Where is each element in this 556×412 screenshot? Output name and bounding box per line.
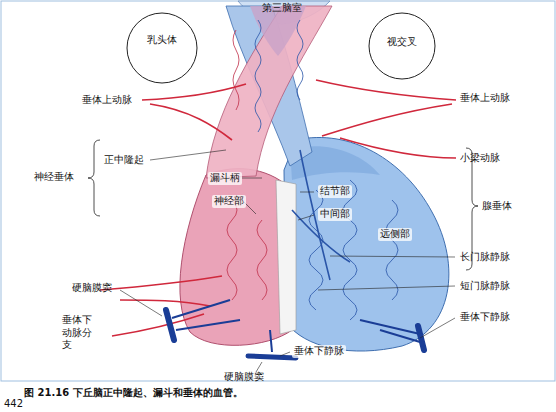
sinus-label: 硬脑膜窦 [72, 282, 112, 295]
figure-frame [1, 1, 555, 381]
page-number: 442 [4, 398, 23, 411]
arteries [100, 80, 456, 336]
ventricle-label: 第三脑室 [262, 2, 302, 15]
part-label: 结节部 [318, 185, 352, 198]
part-label: 正中隆起 [104, 154, 144, 167]
part-label: 神经部 [212, 195, 246, 208]
structure-name: 视交叉 [387, 35, 417, 49]
pars-intermedia [276, 180, 296, 334]
posterior-lobe [180, 169, 292, 346]
vein-label: 垂体下静脉 [460, 311, 510, 324]
capillary-loops-red [227, 30, 267, 300]
part-label: 远侧部 [378, 228, 412, 241]
bracket-label: 神经垂体 [34, 171, 74, 184]
vein-label: 垂体下静脉 [292, 345, 346, 358]
dural-sinus-bottom [248, 356, 296, 358]
figure-caption: 图 21.16 下丘脑正中隆起、漏斗和垂体的血管。 [24, 386, 243, 400]
infundibulum-pink [206, 6, 332, 178]
dural-sinus-left [166, 310, 174, 340]
artery-label: 垂体下动脉分支 [62, 314, 94, 352]
bracket [88, 140, 100, 216]
artery-label: 垂体上动脉 [460, 92, 510, 105]
dural-sinus-right [418, 326, 424, 350]
artery-label: 小梁动脉 [460, 152, 500, 165]
circle-outline [126, 12, 198, 84]
anatomy-circle: 视交叉 [368, 12, 436, 80]
anatomy-circle: 乳头体 [126, 12, 198, 84]
vein-label: 短门脉静脉 [460, 280, 510, 293]
structure-name: 乳头体 [147, 33, 177, 47]
leader-lines [120, 150, 455, 372]
sinus-label: 硬脑膜窦 [224, 371, 264, 384]
anterior-lobe [284, 137, 449, 351]
part-label: 中间部 [318, 208, 352, 221]
bracket-label: 腺垂体 [482, 200, 512, 213]
part-label: 漏斗柄 [208, 172, 242, 185]
artery-label: 垂体上动脉 [82, 94, 132, 107]
vein-label: 长门脉静脉 [460, 251, 510, 264]
